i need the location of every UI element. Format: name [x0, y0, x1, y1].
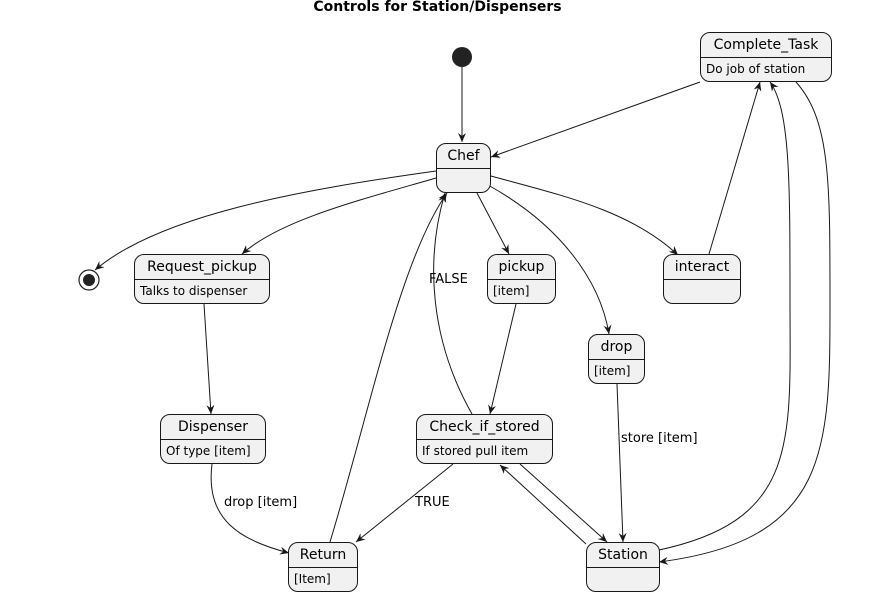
diagram-title: Controls for Station/Dispensers — [313, 0, 562, 15]
edge-interact-to-complete-task — [708, 81, 762, 255]
edge-check-if-stored-to-chef-false — [433, 192, 473, 415]
edge-label-false: FALSE — [429, 272, 468, 287]
edge-drop-to-station — [616, 383, 627, 543]
state-name: Return — [289, 543, 357, 568]
state-name: Check_if_stored — [417, 415, 552, 440]
state-name: drop — [589, 335, 644, 360]
edge-check-if-stored-to-return-true — [355, 463, 454, 543]
edge-pickup-to-check-if-stored — [488, 303, 517, 415]
state-description: [Item] — [294, 572, 331, 586]
edge-check-if-stored-to-station — [519, 463, 608, 543]
edge-label-store-item: store [item] — [621, 431, 698, 446]
state-description: [item] — [493, 284, 530, 298]
edge-request-pickup-to-dispenser — [203, 303, 215, 415]
state-check-if-stored: Check_if_stored If stored pull item — [416, 414, 553, 464]
state-name: Complete_Task — [701, 33, 831, 58]
edge-station-to-complete-task — [658, 81, 791, 551]
edge-label-drop-item: drop [item] — [224, 495, 298, 510]
state-dispenser: Dispenser Of type [item] — [160, 414, 266, 464]
state-complete-task: Complete_Task Do job of station — [700, 32, 832, 82]
edge-complete-task-to-chef — [490, 81, 701, 158]
state-station: Station — [586, 542, 660, 592]
edge-chef-to-pickup — [476, 192, 510, 255]
edge-complete-task-to-station — [658, 81, 831, 565]
state-description: [item] — [594, 364, 631, 378]
edge-return-to-chef — [329, 192, 448, 543]
state-name: interact — [664, 255, 740, 280]
state-drop: drop [item] — [588, 334, 645, 384]
state-pickup: pickup [item] — [487, 254, 556, 304]
state-name: pickup — [488, 255, 555, 280]
start-node — [452, 47, 472, 67]
edge-chef-to-interact — [490, 175, 679, 256]
state-interact: interact — [663, 254, 741, 304]
state-name: Station — [587, 543, 659, 568]
edge-label-true: TRUE — [415, 495, 450, 510]
edge-chef-to-request-pickup — [241, 177, 437, 255]
state-description: Do job of station — [706, 62, 806, 76]
end-node — [78, 269, 100, 291]
edge-dispenser-to-return — [210, 463, 290, 555]
state-return: Return [Item] — [288, 542, 358, 592]
state-chef: Chef — [436, 143, 491, 193]
edge-chef-to-end — [94, 170, 437, 271]
state-name: Request_pickup — [135, 255, 269, 280]
state-name: Dispenser — [161, 415, 265, 440]
state-request-pickup: Request_pickup Talks to dispenser — [134, 254, 270, 304]
state-description: Talks to dispenser — [140, 284, 248, 298]
edge-station-to-check-if-stored — [499, 464, 587, 545]
state-name: Chef — [437, 144, 490, 169]
state-description: Of type [item] — [166, 444, 251, 458]
state-description: If stored pull item — [422, 444, 529, 458]
edge-chef-to-drop — [487, 184, 612, 335]
